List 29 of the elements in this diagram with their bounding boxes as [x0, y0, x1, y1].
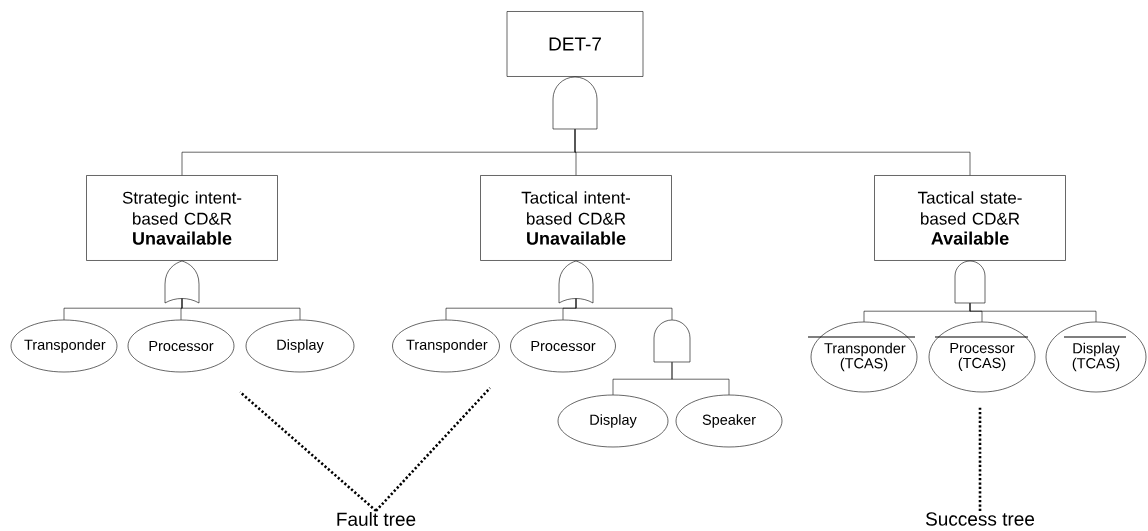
event-oval: Display [245, 319, 355, 373]
event-oval: Processor [510, 319, 616, 373]
connector-line [575, 298, 673, 321]
and-gate [552, 76, 598, 130]
tree-label: Fault tree [337, 512, 416, 526]
connector-line [969, 302, 1097, 323]
event-oval: Transponder [10, 319, 118, 373]
dotted-line [375, 387, 491, 512]
event-box: Tactical intent-based CD&R Unavailable [480, 175, 672, 261]
connector-line [574, 128, 971, 176]
and-gate [653, 319, 691, 363]
and-gate [954, 260, 986, 304]
or-gate [164, 260, 200, 304]
event-oval: Display (TCAS) [1045, 321, 1147, 393]
event-box: DET-7 [506, 11, 644, 77]
dotted-line [239, 391, 377, 512]
tree-label: Success tree [925, 512, 1035, 526]
event-oval: Speaker [675, 394, 783, 448]
or-gate [558, 260, 594, 304]
dotted-line [978, 407, 982, 512]
event-oval: Processor [127, 319, 235, 373]
connector-line [181, 298, 301, 321]
event-box: Strategic intent-based CD&R Unavailable [86, 175, 278, 261]
connector-line [671, 361, 730, 396]
event-oval: Display [557, 394, 669, 448]
event-oval: Transponder (TCAS) [807, 321, 918, 393]
event-oval: Transponder [392, 319, 500, 373]
event-box: Tactical state-based CD&R Available [874, 175, 1066, 261]
event-oval: Processor (TCAS) [928, 321, 1036, 393]
